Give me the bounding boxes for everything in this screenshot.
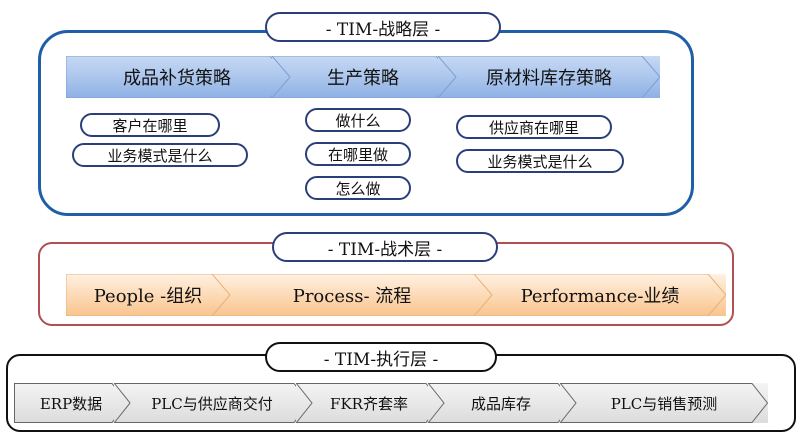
strategic-layer-title-text: - TIM-战略层 - [325,19,441,40]
question-pill: 在哪里做 [305,142,411,166]
question-text: 业务模式是什么 [107,146,213,165]
question-text: 客户在哪里 [112,116,188,135]
chevron-shape [438,56,660,98]
chevron-shape [212,274,492,316]
question-text: 业务模式是什么 [487,152,593,171]
chevron-shape [428,383,574,423]
chevron-finished-goods-strategy: 成品补货策略 [66,56,288,98]
chevron-raw-material-strategy: 原材料库存策略 [438,56,660,98]
chevron-performance: Performance-业绩 [474,274,726,316]
chevron-label: Process- 流程 [292,286,412,307]
chevron-label: 成品库存 [470,394,531,413]
question-pill: 客户在哪里 [80,113,220,137]
question-pill: 供应商在哪里 [456,115,612,139]
execution-layer-title-text: - TIM-执行层 - [323,349,439,370]
chevron-shape [272,56,454,98]
chevron-erp-data: ERP数据 [14,383,128,423]
chevron-label: ERP数据 [39,394,103,413]
chevron-label: Performance-业绩 [520,286,680,307]
chevron-plc-sales-forecast: PLC与销售预测 [560,383,768,423]
chevron-label: People -组织 [93,286,203,307]
chevron-shape [474,274,726,316]
chevron-label: 成品补货策略 [123,68,231,89]
tactical-layer-title-text: - TIM-战术层 - [327,239,443,260]
question-pill: 业务模式是什么 [72,143,248,167]
chevron-people: People -组织 [66,274,230,316]
chevron-finished-goods-inventory: 成品库存 [428,383,574,423]
chevron-label: PLC与销售预测 [610,394,718,413]
chevron-label: 生产策略 [327,68,399,89]
chevron-fkr-kit-rate: FKR齐套率 [296,383,442,423]
question-pill: 业务模式是什么 [456,149,624,173]
execution-layer-title: - TIM-执行层 - [265,342,497,372]
chevron-plc-supplier-delivery: PLC与供应商交付 [114,383,310,423]
chevron-label: PLC与供应商交付 [151,394,273,413]
tactical-layer-title: - TIM-战术层 - [272,232,498,262]
question-text: 怎么做 [335,179,381,198]
strategic-layer-title: - TIM-战略层 - [265,12,501,42]
chevron-shape [114,383,310,423]
question-text: 供应商在哪里 [488,118,579,137]
question-text: 做什么 [335,111,381,130]
question-pill: 怎么做 [305,176,411,200]
chevron-shape [560,383,768,423]
chevron-label: 原材料库存策略 [486,68,612,89]
question-text: 在哪里做 [327,145,388,164]
question-pill: 做什么 [305,108,411,132]
chevron-production-strategy: 生产策略 [272,56,454,98]
chevron-process: Process- 流程 [212,274,492,316]
chevron-shape [296,383,442,423]
chevron-label: FKR齐套率 [330,394,408,413]
